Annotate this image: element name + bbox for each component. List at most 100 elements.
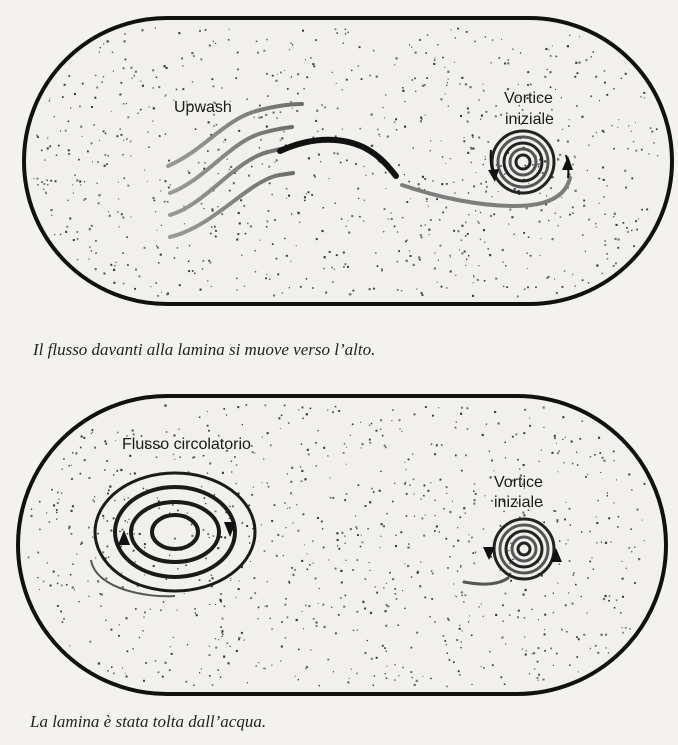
particle-dot (440, 98, 443, 101)
particle-dot (557, 158, 560, 161)
particle-dot (66, 225, 69, 228)
particle-dot (210, 285, 212, 288)
particle-dot (221, 471, 224, 474)
particle-dot (461, 224, 464, 227)
particle-dot (410, 671, 413, 674)
particle-dot (170, 652, 173, 655)
particle-dot (425, 198, 428, 200)
particle-dot (576, 636, 578, 639)
particle-dot (253, 577, 256, 579)
particle-dot (518, 516, 521, 519)
particle-dot (526, 252, 528, 254)
particle-dot (80, 541, 84, 544)
particle-dot (504, 441, 506, 444)
particle-dot (460, 566, 462, 568)
particle-dot (321, 229, 324, 233)
particle-dot (435, 444, 438, 447)
particle-dot (502, 604, 504, 607)
wake-streamline (400, 176, 572, 209)
particle-dot (110, 666, 113, 668)
particle-dot (208, 579, 211, 582)
particle-dot (568, 560, 571, 562)
particle-dot (30, 514, 33, 518)
particle-dot (541, 574, 543, 577)
particle-dot (43, 183, 46, 185)
particle-dot (328, 559, 330, 561)
particle-dot (439, 244, 442, 247)
particle-dot (126, 650, 129, 653)
particle-dot (423, 494, 425, 497)
particle-dot (460, 591, 463, 594)
particle-dot (412, 147, 414, 149)
particle-dot (160, 291, 162, 293)
particle-dot (295, 245, 297, 247)
particle-dot (310, 649, 312, 651)
particle-dot (624, 626, 627, 629)
particle-dot (606, 185, 608, 187)
particle-dot (188, 270, 191, 273)
particle-dot (421, 517, 424, 520)
particle-dot (405, 481, 407, 483)
particle-dot (421, 294, 424, 296)
particle-dot (152, 196, 155, 199)
particle-dot (587, 282, 590, 284)
particle-dot (437, 44, 439, 46)
particle-dot (573, 155, 576, 158)
particle-dot (395, 57, 398, 60)
particle-dot (119, 128, 121, 130)
particle-dot (361, 541, 364, 544)
particle-dot (610, 541, 612, 543)
particle-dot (449, 254, 451, 257)
particle-dot (596, 522, 599, 525)
particle-dot (246, 98, 248, 101)
particle-dot (281, 292, 284, 294)
particle-dot (172, 504, 174, 506)
particle-dot (133, 472, 136, 475)
particle-dot (523, 514, 526, 517)
particle-dot (277, 273, 280, 276)
particle-dot (447, 567, 449, 569)
particle-dot (599, 452, 602, 454)
particle-dot (294, 675, 296, 677)
particle-dot (81, 82, 84, 85)
particle-dot (33, 178, 35, 180)
particle-dot (108, 489, 110, 492)
particle-dot (226, 158, 228, 160)
particle-dot (555, 89, 556, 90)
particle-dot (547, 114, 549, 116)
particle-dot (44, 191, 47, 194)
particle-dot (410, 576, 413, 578)
particle-dot (524, 408, 527, 411)
particle-dot (360, 421, 362, 423)
particle-dot (461, 630, 463, 632)
particle-dot (300, 443, 303, 445)
particle-dot (571, 602, 574, 605)
particle-dot (467, 192, 470, 194)
particle-dot (446, 685, 448, 688)
particle-dot (203, 167, 206, 170)
particle-dot (612, 265, 615, 267)
particle-dot (471, 536, 473, 539)
particle-dot (334, 567, 337, 570)
particle-dot (344, 263, 347, 266)
particle-dot (483, 667, 485, 669)
particle-dot (429, 150, 431, 152)
particle-dot (467, 621, 470, 623)
particle-dot (617, 126, 619, 128)
particle-dot (603, 131, 605, 133)
particle-dot (221, 631, 224, 634)
particle-dot (176, 609, 178, 611)
particle-dot (347, 220, 349, 222)
particle-dot (615, 479, 617, 481)
particle-dot (608, 599, 610, 602)
particle-dot (394, 482, 396, 484)
particle-dot (282, 555, 284, 557)
particle-dot (78, 158, 80, 161)
particle-dot (512, 48, 514, 50)
particle-dot (157, 262, 160, 264)
particle-dot (404, 482, 406, 485)
particle-dot (316, 109, 319, 112)
particle-dot (91, 429, 94, 431)
particle-dot (581, 420, 584, 422)
particle-dot (212, 40, 214, 43)
